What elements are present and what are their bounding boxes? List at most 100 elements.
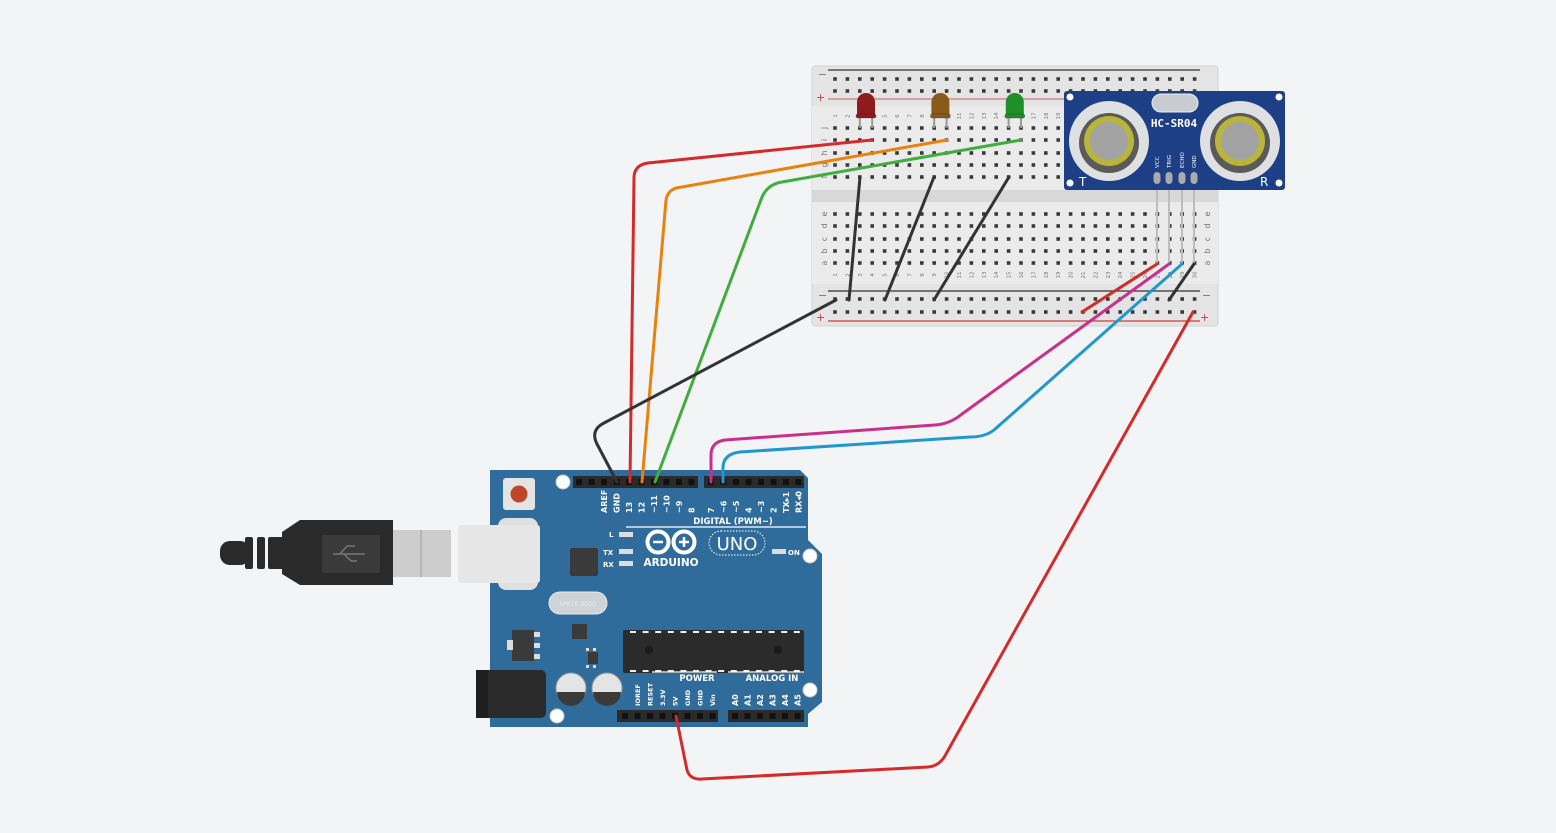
breadboard-hole[interactable]: [932, 237, 936, 241]
breadboard-hole[interactable]: [1143, 310, 1147, 314]
breadboard-hole[interactable]: [833, 175, 837, 179]
breadboard-hole[interactable]: [895, 297, 899, 301]
breadboard-hole[interactable]: [920, 224, 924, 228]
header-pin[interactable]: [634, 713, 641, 719]
breadboard-hole[interactable]: [895, 249, 899, 253]
breadboard-hole[interactable]: [858, 261, 862, 265]
breadboard-hole[interactable]: [982, 151, 986, 155]
breadboard-hole[interactable]: [1143, 261, 1147, 265]
breadboard-hole[interactable]: [1019, 151, 1023, 155]
breadboard-hole[interactable]: [994, 224, 998, 228]
breadboard-hole[interactable]: [1130, 224, 1135, 228]
breadboard-hole[interactable]: [1106, 224, 1110, 228]
breadboard-hole[interactable]: [969, 163, 974, 167]
breadboard-hole[interactable]: [957, 237, 961, 241]
breadboard-hole[interactable]: [982, 138, 986, 142]
breadboard-hole[interactable]: [1056, 151, 1060, 155]
breadboard-hole[interactable]: [920, 297, 924, 301]
breadboard-hole[interactable]: [944, 212, 949, 216]
breadboard-hole[interactable]: [1031, 77, 1036, 81]
breadboard-hole[interactable]: [1143, 249, 1147, 253]
breadboard-hole[interactable]: [895, 138, 899, 142]
breadboard-hole[interactable]: [1068, 212, 1073, 216]
breadboard-hole[interactable]: [994, 138, 998, 142]
header-pin[interactable]: [576, 479, 582, 485]
breadboard-hole[interactable]: [1056, 237, 1060, 241]
breadboard-hole[interactable]: [969, 249, 974, 253]
breadboard-hole[interactable]: [1019, 89, 1023, 93]
wire-magenta-trig-pin7[interactable]: [709, 262, 1171, 484]
breadboard-hole[interactable]: [957, 126, 961, 130]
breadboard-hole[interactable]: [1143, 297, 1147, 301]
breadboard-hole[interactable]: [1044, 212, 1048, 216]
breadboard-hole[interactable]: [870, 310, 874, 314]
breadboard-hole[interactable]: [858, 89, 862, 93]
header-pin[interactable]: [733, 479, 739, 485]
breadboard-hole[interactable]: [882, 175, 887, 179]
breadboard-hole[interactable]: [895, 163, 899, 167]
breadboard-hole[interactable]: [1081, 224, 1085, 228]
breadboard-hole[interactable]: [845, 212, 850, 216]
breadboard-hole[interactable]: [907, 175, 912, 179]
breadboard-hole[interactable]: [920, 261, 924, 265]
breadboard-hole[interactable]: [833, 261, 837, 265]
breadboard-hole[interactable]: [845, 126, 850, 130]
breadboard-hole[interactable]: [944, 163, 949, 167]
header-pin[interactable]: [601, 479, 607, 485]
header-pin[interactable]: [676, 479, 682, 485]
breadboard-hole[interactable]: [1168, 310, 1172, 314]
breadboard-hole[interactable]: [1031, 261, 1036, 265]
breadboard-hole[interactable]: [833, 151, 837, 155]
breadboard-hole[interactable]: [1068, 297, 1073, 301]
breadboard-hole[interactable]: [845, 224, 850, 228]
wire-red-5v-rail[interactable]: [674, 310, 1195, 781]
breadboard-hole[interactable]: [1081, 261, 1085, 265]
breadboard-hole[interactable]: [845, 297, 850, 301]
breadboard-hole[interactable]: [895, 151, 899, 155]
breadboard-hole[interactable]: [833, 138, 837, 142]
wire-black-led1-gnd[interactable]: [847, 175, 862, 302]
wire-black-led2-gnd[interactable]: [883, 175, 936, 302]
breadboard-hole[interactable]: [870, 297, 874, 301]
breadboard-hole[interactable]: [1031, 212, 1036, 216]
breadboard-hole[interactable]: [932, 261, 936, 265]
breadboard-hole[interactable]: [895, 237, 899, 241]
breadboard-hole[interactable]: [882, 310, 887, 314]
breadboard-hole[interactable]: [907, 77, 912, 81]
wires[interactable]: [593, 138, 1196, 781]
breadboard-hole[interactable]: [1130, 297, 1135, 301]
led-green[interactable]: [1004, 93, 1026, 128]
header-pin[interactable]: [659, 713, 666, 719]
breadboard-hole[interactable]: [969, 77, 974, 81]
breadboard-hole[interactable]: [882, 126, 887, 130]
breadboard-hole[interactable]: [1006, 261, 1011, 265]
breadboard-hole[interactable]: [833, 249, 837, 253]
breadboard-hole[interactable]: [920, 89, 924, 93]
breadboard-hole[interactable]: [1044, 310, 1048, 314]
breadboard-hole[interactable]: [870, 212, 874, 216]
breadboard-hole[interactable]: [1130, 261, 1135, 265]
header-pin[interactable]: [744, 713, 751, 719]
breadboard-hole[interactable]: [1130, 77, 1135, 81]
breadboard-hole[interactable]: [1031, 89, 1036, 93]
breadboard-hole[interactable]: [1031, 138, 1036, 142]
breadboard-hole[interactable]: [932, 77, 936, 81]
breadboard-hole[interactable]: [994, 212, 998, 216]
breadboard-hole[interactable]: [1118, 237, 1122, 241]
sensor-pin[interactable]: [1178, 172, 1186, 184]
breadboard-hole[interactable]: [969, 224, 974, 228]
breadboard-hole[interactable]: [994, 237, 998, 241]
breadboard-hole[interactable]: [1143, 224, 1147, 228]
breadboard-hole[interactable]: [858, 163, 862, 167]
breadboard-hole[interactable]: [1155, 297, 1160, 301]
breadboard-hole[interactable]: [870, 77, 874, 81]
breadboard-hole[interactable]: [1056, 138, 1060, 142]
breadboard-hole[interactable]: [1168, 77, 1172, 81]
breadboard-hole[interactable]: [1106, 77, 1110, 81]
breadboard-hole[interactable]: [920, 175, 924, 179]
breadboard-hole[interactable]: [1056, 261, 1060, 265]
breadboard-hole[interactable]: [1093, 237, 1098, 241]
breadboard-hole[interactable]: [982, 224, 986, 228]
breadboard-hole[interactable]: [982, 175, 986, 179]
breadboard-hole[interactable]: [907, 224, 912, 228]
